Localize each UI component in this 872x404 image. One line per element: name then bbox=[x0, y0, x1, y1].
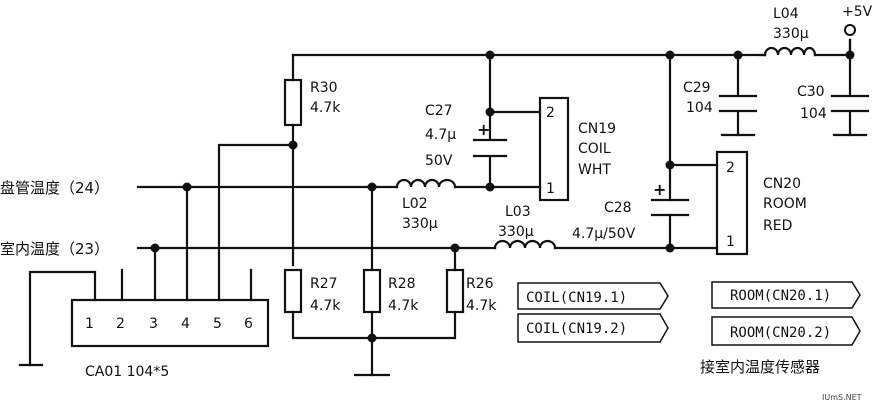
ca01-pin-4: 4 bbox=[181, 316, 190, 332]
watermark: IUmS.NET bbox=[822, 393, 862, 402]
cn19-pin1: 1 bbox=[546, 181, 555, 197]
cn19-line2: COIL bbox=[578, 141, 611, 157]
l03-ref: L03 bbox=[505, 204, 531, 220]
svg-text:COIL(CN19.2): COIL(CN19.2) bbox=[526, 321, 627, 337]
resistor-r27 bbox=[283, 268, 303, 314]
r28-value: 4.7k bbox=[388, 298, 419, 314]
ca01-label: CA01 104*5 bbox=[85, 364, 169, 380]
resistor-r26 bbox=[445, 268, 465, 314]
ca01-pin-6: 6 bbox=[244, 316, 253, 332]
supply-terminal bbox=[844, 24, 856, 36]
sensor-caption: 接室内温度传感器 bbox=[700, 358, 820, 376]
l03-value: 330μ bbox=[498, 224, 534, 240]
connector-cn20 bbox=[715, 150, 749, 256]
resistor-r30 bbox=[283, 78, 303, 127]
svg-text:+: + bbox=[653, 180, 666, 199]
cn19-pin2: 2 bbox=[546, 105, 555, 121]
signal-tag-room-2: ROOM(CN20.2) bbox=[711, 316, 861, 346]
cn20-pin2: 2 bbox=[726, 160, 735, 176]
capacitor-c28: + bbox=[650, 180, 690, 217]
r26-ref: R26 bbox=[466, 276, 494, 292]
cn19-line3: WHT bbox=[578, 162, 611, 178]
c29-value: 104 bbox=[686, 100, 713, 116]
signal-tag-coil-2: COIL(CN19.2) bbox=[517, 313, 669, 343]
ca01-pin-2: 2 bbox=[116, 316, 125, 332]
c30-ref: C30 bbox=[797, 84, 825, 100]
signal-tag-room-1: ROOM(CN20.1) bbox=[711, 281, 861, 309]
l02-ref: L02 bbox=[402, 196, 428, 212]
l04-ref: L04 bbox=[773, 6, 799, 22]
connector-cn19 bbox=[538, 96, 570, 202]
l04-value: 330μ bbox=[773, 26, 809, 42]
inductor-l03 bbox=[493, 239, 557, 250]
capacitor-c30 bbox=[830, 94, 870, 113]
cn20-line3: RED bbox=[763, 218, 792, 234]
room-temp-label: 室内温度（23） bbox=[0, 240, 109, 258]
svg-text:COIL(CN19.1): COIL(CN19.1) bbox=[526, 290, 627, 306]
c28-ref: C28 bbox=[604, 200, 632, 216]
c29-ref: C29 bbox=[683, 80, 711, 96]
cn20-line2: ROOM bbox=[763, 196, 807, 212]
c27-ref: C27 bbox=[425, 103, 453, 119]
r30-ref: R30 bbox=[310, 80, 338, 96]
resistor-r28 bbox=[362, 268, 382, 314]
supply-label: +5V bbox=[842, 4, 872, 20]
r28-ref: R28 bbox=[388, 276, 416, 292]
r27-value: 4.7k bbox=[310, 298, 341, 314]
cn19-ref: CN19 bbox=[578, 121, 616, 137]
svg-text:ROOM(CN20.1): ROOM(CN20.1) bbox=[730, 288, 831, 304]
svg-text:+: + bbox=[477, 120, 490, 139]
capacitor-c29 bbox=[718, 94, 758, 113]
r27-ref: R27 bbox=[310, 276, 338, 292]
wires bbox=[18, 38, 868, 377]
c30-value: 104 bbox=[800, 106, 827, 122]
inductor-l04 bbox=[763, 46, 817, 57]
signal-tag-coil-1: COIL(CN19.1) bbox=[517, 282, 669, 310]
svg-text:ROOM(CN20.2): ROOM(CN20.2) bbox=[730, 325, 831, 341]
c28-value: 4.7μ/50V bbox=[572, 226, 636, 242]
capacitor-c27: + bbox=[472, 120, 508, 158]
inductor-l02 bbox=[395, 178, 457, 189]
c27-voltage: 50V bbox=[425, 153, 453, 169]
l02-value: 330μ bbox=[402, 216, 438, 232]
junctions bbox=[150, 50, 855, 343]
coil-temp-label: 盘管温度（24） bbox=[0, 179, 109, 197]
ca01-pin-5: 5 bbox=[213, 316, 222, 332]
cn20-ref: CN20 bbox=[763, 176, 801, 192]
ca01-pin-1: 1 bbox=[85, 316, 94, 332]
c27-value: 4.7μ bbox=[425, 127, 456, 143]
ca01-pin-3: 3 bbox=[149, 316, 158, 332]
r26-value: 4.7k bbox=[466, 298, 497, 314]
r30-value: 4.7k bbox=[310, 100, 341, 116]
cn20-pin1: 1 bbox=[726, 234, 735, 250]
connector-ca01 bbox=[70, 298, 270, 348]
